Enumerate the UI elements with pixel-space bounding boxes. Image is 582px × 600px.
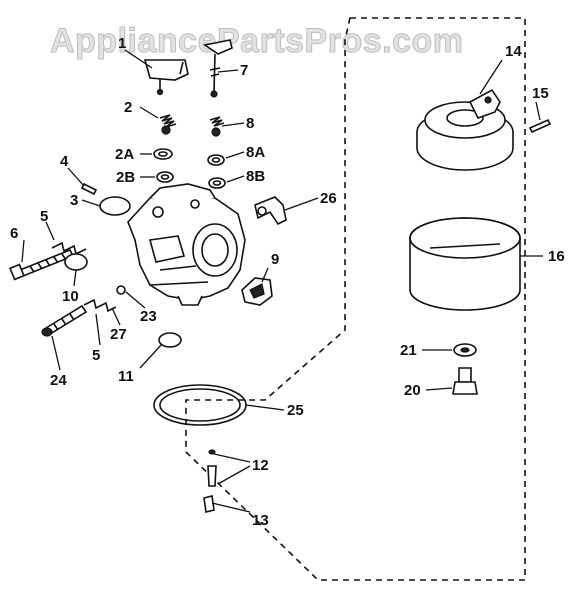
callout-25: 25 xyxy=(287,402,304,419)
part-15-pin xyxy=(528,118,552,134)
callout-20: 20 xyxy=(404,382,421,399)
callout-11: 11 xyxy=(118,368,134,385)
part-5-spring-lower xyxy=(83,298,117,313)
callout-7: 7 xyxy=(240,62,248,79)
part-3-disc xyxy=(99,196,131,216)
part-8-spring xyxy=(209,116,225,137)
callout-21: 21 xyxy=(400,342,417,359)
callout-16: 16 xyxy=(548,248,565,265)
callout-24: 24 xyxy=(50,372,67,389)
part-21-washer xyxy=(453,343,477,357)
callout-2a: 2A xyxy=(115,146,134,163)
part-14-cap xyxy=(416,88,514,171)
callout-26: 26 xyxy=(320,190,337,207)
callout-8: 8 xyxy=(246,115,254,132)
callout-23: 23 xyxy=(140,308,157,325)
part-23-washer xyxy=(116,285,126,295)
leader-lines xyxy=(21,49,543,513)
part-2-spring xyxy=(159,114,177,135)
part-13-pin xyxy=(203,495,215,513)
callout-4: 4 xyxy=(60,153,69,170)
callout-27: 27 xyxy=(110,326,127,343)
callout-8b: 8B xyxy=(246,168,265,185)
carburetor-body xyxy=(127,183,246,306)
callout-8a: 8A xyxy=(246,144,265,161)
callout-14: 14 xyxy=(505,43,522,60)
callout-3: 3 xyxy=(70,192,78,209)
callout-labels: 1 7 2 8 2A 8A 2B 8B 4 3 26 5 6 9 10 23 2… xyxy=(10,35,565,529)
part-8a-washer xyxy=(207,154,225,166)
part-7-lever xyxy=(202,39,233,98)
watermark: AppliancePartsPros.com xyxy=(50,22,463,60)
part-2a-washer xyxy=(153,148,173,160)
callout-15: 15 xyxy=(532,85,549,102)
part-10-disc xyxy=(64,253,88,271)
part-11-disc xyxy=(158,332,182,348)
callout-6: 6 xyxy=(10,225,18,242)
part-1-bracket xyxy=(143,59,189,96)
part-12-pin xyxy=(207,449,217,487)
callout-12: 12 xyxy=(252,457,269,474)
part-5-spring-upper xyxy=(51,241,87,256)
callout-9: 9 xyxy=(271,251,279,268)
part-8b-washer xyxy=(208,177,226,189)
part-25-gasket xyxy=(153,384,247,426)
callout-2b: 2B xyxy=(116,169,135,186)
part-16-bowl xyxy=(409,217,521,311)
callout-5-upper: 5 xyxy=(40,208,48,225)
callout-2: 2 xyxy=(124,99,132,116)
part-2b-washer xyxy=(156,171,174,183)
group-outline xyxy=(185,17,526,581)
part-9-plate xyxy=(241,277,273,306)
part-4-screw xyxy=(80,182,98,196)
callout-13: 13 xyxy=(252,512,269,529)
part-20-bolt xyxy=(452,367,478,395)
callout-1: 1 xyxy=(118,35,126,52)
part-26-fitting xyxy=(254,196,287,226)
callout-5-lower: 5 xyxy=(92,347,100,364)
callout-10: 10 xyxy=(62,288,79,305)
part-6-screw xyxy=(9,248,75,281)
part-24-needle xyxy=(41,304,88,337)
